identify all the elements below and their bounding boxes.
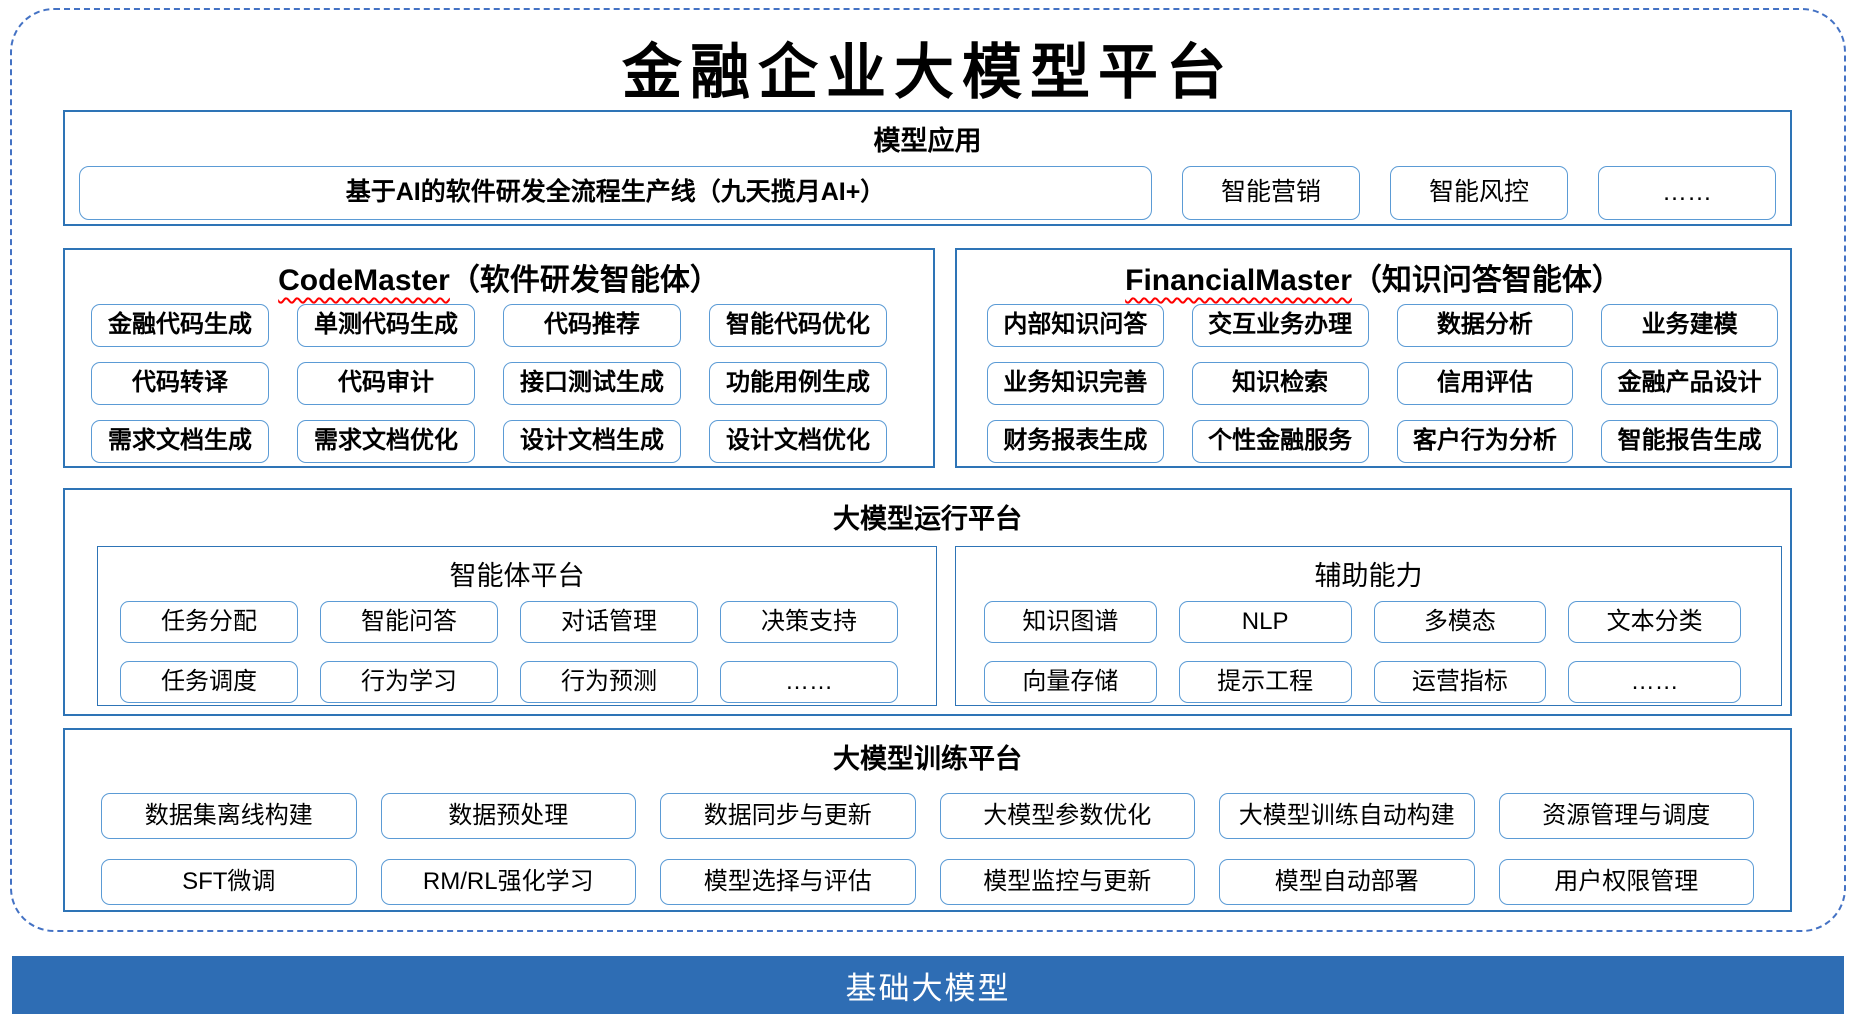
codemaster-subtitle: （软件研发智能体） bbox=[449, 264, 720, 297]
financialmaster-item: 业务建模 bbox=[1601, 304, 1778, 347]
codemaster-item: 需求文档生成 bbox=[91, 420, 269, 463]
agent-platform-box: 智能体平台 任务分配 智能问答 对话管理 决策支持 任务调度 行为学习 行为预测… bbox=[97, 546, 937, 706]
aux-capability-item: NLP bbox=[1178, 601, 1352, 643]
app-box-more: …… bbox=[1598, 166, 1776, 220]
training-item: 模型监控与更新 bbox=[939, 859, 1195, 905]
training-item: 大模型训练自动构建 bbox=[1219, 793, 1475, 839]
runtime-row: 智能体平台 任务分配 智能问答 对话管理 决策支持 任务调度 行为学习 行为预测… bbox=[65, 546, 1790, 706]
foundation-model-bar: 基础大模型 bbox=[12, 956, 1844, 1014]
foundation-model-label: 基础大模型 bbox=[845, 970, 1011, 1006]
aux-capabilities-grid: 知识图谱 NLP 多模态 文本分类 向量存储 提示工程 运营指标 …… bbox=[956, 601, 1781, 703]
aux-capabilities-box: 辅助能力 知识图谱 NLP 多模态 文本分类 向量存储 提示工程 运营指标 …… bbox=[955, 546, 1782, 706]
agent-platform-grid: 任务分配 智能问答 对话管理 决策支持 任务调度 行为学习 行为预测 …… bbox=[98, 601, 936, 703]
app-box: 智能风控 bbox=[1390, 166, 1568, 220]
aux-capability-item: 多模态 bbox=[1373, 601, 1547, 643]
training-item: 模型自动部署 bbox=[1219, 859, 1475, 905]
codemaster-name: CodeMaster bbox=[278, 264, 450, 297]
codemaster-item: 代码推荐 bbox=[503, 304, 681, 347]
outer-dashed-frame bbox=[10, 8, 1846, 932]
codemaster-item: 单测代码生成 bbox=[297, 304, 475, 347]
agent-platform-item: 对话管理 bbox=[520, 601, 698, 643]
training-item: 数据集离线构建 bbox=[101, 793, 357, 839]
runtime-platform-title: 大模型运行平台 bbox=[833, 504, 1022, 534]
agent-platform-item: 智能问答 bbox=[320, 601, 498, 643]
financialmaster-item: 业务知识完善 bbox=[987, 362, 1164, 405]
codemaster-item: 代码审计 bbox=[297, 362, 475, 405]
codemaster-item: 金融代码生成 bbox=[91, 304, 269, 347]
financialmaster-grid: 内部知识问答 交互业务办理 数据分析 业务建模 业务知识完善 知识检索 信用评估… bbox=[957, 304, 1790, 463]
aux-capability-item: 知识图谱 bbox=[984, 601, 1157, 643]
financialmaster-item: 交互业务办理 bbox=[1191, 304, 1369, 347]
section-runtime-platform: 大模型运行平台 智能体平台 任务分配 智能问答 对话管理 决策支持 任务调度 行… bbox=[63, 488, 1792, 716]
training-grid: 数据集离线构建 数据预处理 数据同步与更新 大模型参数优化 大模型训练自动构建 … bbox=[65, 793, 1790, 905]
financialmaster-item: 客户行为分析 bbox=[1396, 420, 1574, 463]
training-item: 大模型参数优化 bbox=[939, 793, 1195, 839]
codemaster-title: CodeMaster（软件研发智能体） bbox=[65, 255, 933, 299]
agent-platform-item: 决策支持 bbox=[720, 601, 898, 643]
aux-capabilities-title: 辅助能力 bbox=[1314, 561, 1423, 591]
agent-platform-item-more: …… bbox=[720, 661, 898, 703]
section-financialmaster: FinancialMaster（知识问答智能体） 内部知识问答 交互业务办理 数… bbox=[955, 248, 1792, 468]
financialmaster-item: 财务报表生成 bbox=[987, 420, 1164, 463]
training-item: 模型选择与评估 bbox=[660, 859, 916, 905]
agent-platform-title: 智能体平台 bbox=[449, 561, 585, 591]
section-training-platform: 大模型训练平台 数据集离线构建 数据预处理 数据同步与更新 大模型参数优化 大模… bbox=[63, 728, 1792, 912]
codemaster-item: 接口测试生成 bbox=[503, 362, 681, 405]
training-item: 数据同步与更新 bbox=[660, 793, 916, 839]
codemaster-item: 设计文档优化 bbox=[709, 420, 887, 463]
financialmaster-subtitle: （知识问答智能体） bbox=[1351, 264, 1622, 297]
aux-capability-item: 文本分类 bbox=[1568, 601, 1741, 643]
financialmaster-item: 金融产品设计 bbox=[1601, 362, 1778, 405]
training-item: RM/RL强化学习 bbox=[380, 859, 636, 905]
training-item: 资源管理与调度 bbox=[1498, 793, 1754, 839]
app-box: 智能营销 bbox=[1182, 166, 1360, 220]
codemaster-item: 功能用例生成 bbox=[709, 362, 887, 405]
diagram-title: 金融企业大模型平台 bbox=[622, 38, 1234, 108]
aux-capability-item-more: …… bbox=[1568, 661, 1741, 703]
agent-platform-item: 任务分配 bbox=[120, 601, 298, 643]
codemaster-item: 需求文档优化 bbox=[297, 420, 475, 463]
section-codemaster: CodeMaster（软件研发智能体） 金融代码生成 单测代码生成 代码推荐 智… bbox=[63, 248, 935, 468]
app-pipeline-box: 基于AI的软件研发全流程生产线（九天揽月AI+） bbox=[79, 166, 1152, 220]
aux-capability-item: 向量存储 bbox=[984, 661, 1157, 703]
model-applications-title: 模型应用 bbox=[873, 126, 982, 156]
financialmaster-item: 数据分析 bbox=[1396, 304, 1574, 347]
codemaster-item: 代码转译 bbox=[91, 362, 269, 405]
section-model-applications: 模型应用 基于AI的软件研发全流程生产线（九天揽月AI+） 智能营销 智能风控 … bbox=[63, 110, 1792, 226]
codemaster-item: 设计文档生成 bbox=[503, 420, 681, 463]
agent-platform-item: 行为学习 bbox=[320, 661, 498, 703]
financialmaster-item: 信用评估 bbox=[1396, 362, 1574, 405]
financialmaster-item: 个性金融服务 bbox=[1191, 420, 1369, 463]
agent-platform-item: 任务调度 bbox=[120, 661, 298, 703]
aux-capability-item: 运营指标 bbox=[1373, 661, 1547, 703]
agent-platform-item: 行为预测 bbox=[520, 661, 698, 703]
codemaster-item: 智能代码优化 bbox=[709, 304, 887, 347]
financialmaster-name: FinancialMaster bbox=[1125, 264, 1352, 297]
codemaster-grid: 金融代码生成 单测代码生成 代码推荐 智能代码优化 代码转译 代码审计 接口测试… bbox=[65, 304, 933, 463]
financialmaster-item: 内部知识问答 bbox=[987, 304, 1164, 347]
training-platform-title: 大模型训练平台 bbox=[833, 744, 1022, 774]
financialmaster-item: 知识检索 bbox=[1191, 362, 1369, 405]
financialmaster-item: 智能报告生成 bbox=[1601, 420, 1778, 463]
aux-capability-item: 提示工程 bbox=[1178, 661, 1352, 703]
training-item: SFT微调 bbox=[101, 859, 357, 905]
financialmaster-title: FinancialMaster（知识问答智能体） bbox=[957, 255, 1790, 299]
training-item: 数据预处理 bbox=[380, 793, 636, 839]
training-item: 用户权限管理 bbox=[1498, 859, 1754, 905]
model-applications-row: 基于AI的软件研发全流程生产线（九天揽月AI+） 智能营销 智能风控 …… bbox=[65, 166, 1790, 220]
